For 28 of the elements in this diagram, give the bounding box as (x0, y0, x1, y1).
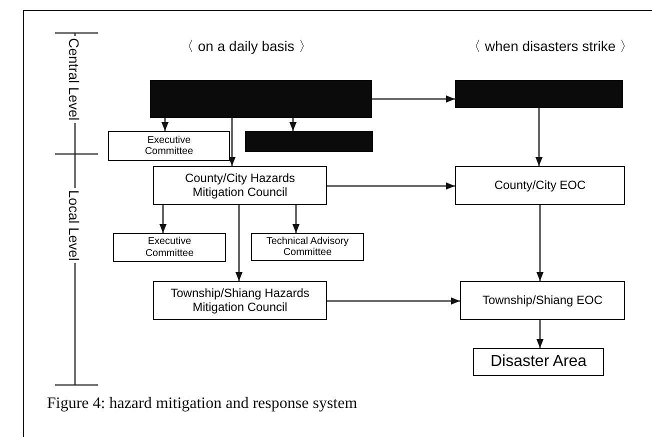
level-label: Central Level (66, 36, 82, 122)
dark-box (245, 131, 373, 152)
org-box: Executive Committee (113, 233, 226, 262)
arrow (161, 118, 169, 131)
arrow (327, 182, 455, 190)
org-box: County/City Hazards Mitigation Council (153, 166, 327, 205)
arrow (159, 205, 167, 233)
arrow (536, 320, 544, 348)
column-heading: 〈 when disasters strike 〉 (467, 38, 634, 56)
arrow (327, 297, 460, 305)
arrow (372, 95, 455, 103)
column-heading: 〈 on a daily basis 〉 (180, 38, 312, 56)
org-box: Executive Committee (108, 131, 230, 161)
org-box: Township/Shiang Hazards Mitigation Council (153, 281, 327, 320)
level-label: Local Level (66, 188, 82, 263)
org-box: Disaster Area (473, 348, 604, 376)
arrow (536, 205, 544, 281)
arrow (228, 118, 236, 166)
arrow (235, 205, 243, 281)
dark-box (455, 80, 623, 108)
arrow (535, 108, 543, 166)
org-box: Technical Advisory Committee (251, 233, 364, 261)
org-box: Township/Shiang EOC (460, 281, 625, 320)
dark-box (150, 80, 372, 118)
arrow (292, 205, 300, 233)
org-box: County/City EOC (455, 166, 625, 205)
caption: Figure 4: hazard mitigation and response system (47, 395, 358, 413)
arrow (289, 118, 297, 131)
